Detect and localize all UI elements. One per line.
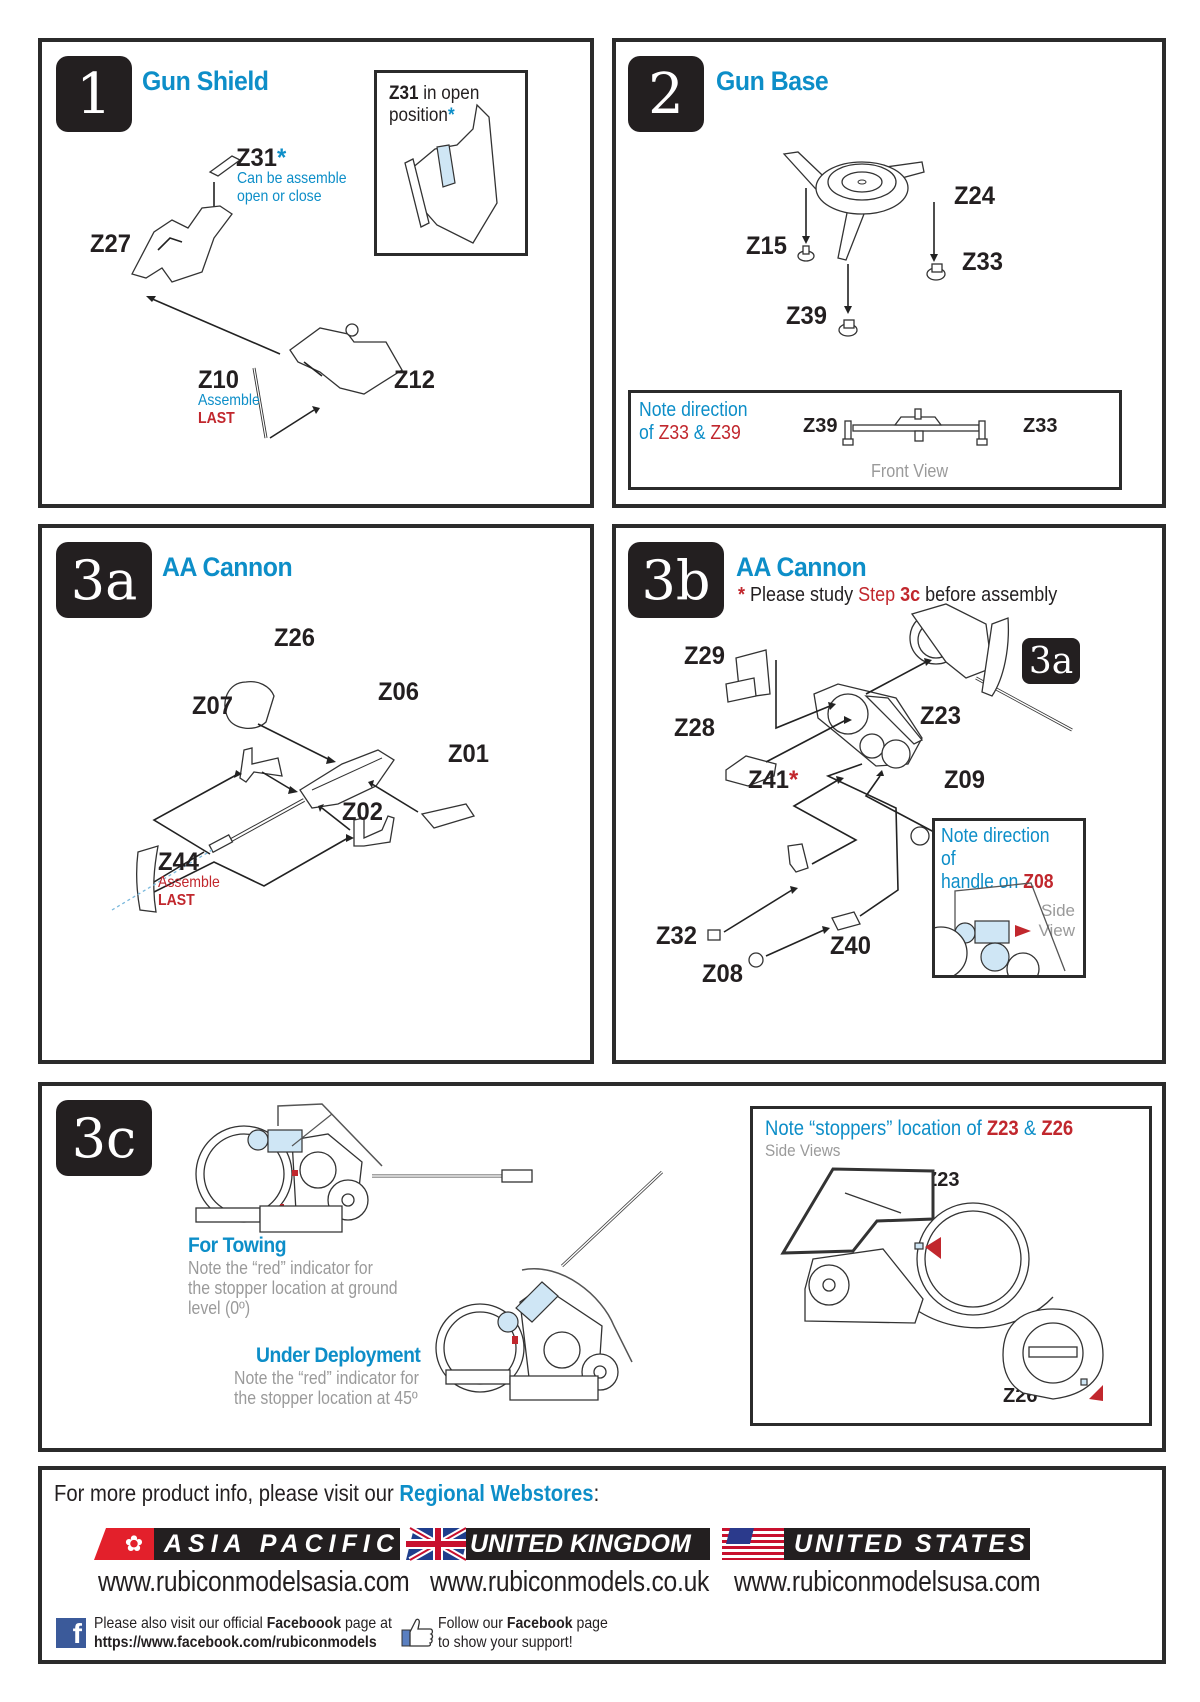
part-label-z32: Z32 [656, 922, 697, 950]
step-1-panel: 1 Gun Shield Z31* Can be assemble open o… [38, 38, 594, 508]
us-flag-icon [722, 1528, 788, 1560]
part-label-z27: Z27 [90, 230, 131, 258]
part-label-z12: Z12 [394, 366, 435, 394]
z31-open-position-inset: Z31 in open position* [374, 70, 528, 256]
part-label-z24: Z24 [954, 182, 995, 210]
part-label-z41: Z41* [748, 766, 799, 794]
part-label-z39: Z39 [786, 302, 827, 330]
z31-note: Can be assemble open or close [237, 170, 347, 205]
step-number-badge: 3a [56, 542, 152, 618]
step-3a-panel: 3a AA Cannon Z26 Z06 Z07 [38, 524, 594, 1064]
thumbs-up-icon [401, 1618, 434, 1647]
webstores-intro: For more product info, please visit our … [54, 1480, 600, 1506]
part-label-z02: Z02 [342, 798, 383, 826]
towing-position-drawing [195, 1103, 533, 1233]
step-title: AA Cannon [736, 552, 867, 582]
step-3b-panel: 3b AA Cannon * Please study Step 3c befo… [612, 524, 1166, 1064]
part-label-z40: Z40 [830, 932, 871, 960]
z31-open-drawing [404, 103, 498, 244]
deployment-position-drawing [435, 1170, 664, 1401]
side-views-caption: Side Views [765, 1141, 841, 1160]
aa-cannon-3a-drawing [111, 680, 476, 913]
step-number-badge: 1 [56, 56, 132, 132]
step-number-badge: 2 [628, 56, 704, 132]
store-url[interactable]: www.rubiconmodelsasia.com [98, 1566, 410, 1598]
aa-cannon-3b-drawing [707, 603, 1073, 968]
reference-badge-3a: 3a [1022, 638, 1080, 684]
part-label-z08: Z08 [702, 960, 743, 988]
z10-note: Assemble LAST [198, 392, 260, 427]
step-title: AA Cannon [162, 552, 293, 582]
part-label-z01: Z01 [448, 740, 489, 768]
front-view-caption: Front View [871, 461, 949, 481]
step-2-panel: 2 Gun Base Z24 Z15 Z33 Z39 Note directio… [612, 38, 1166, 508]
facebook-url[interactable]: https://www.facebook.com/rubiconmodels [94, 1634, 377, 1651]
store-url[interactable]: www.rubiconmodels.co.uk [430, 1566, 710, 1598]
step-title: Gun Base [716, 66, 829, 96]
part-label-z29: Z29 [684, 642, 725, 670]
step-title: Gun Shield [142, 66, 269, 96]
part-label-z07: Z07 [192, 692, 233, 720]
stoppers-inset-title: Note “stoppers” location of Z23 & Z26 [765, 1117, 1074, 1140]
stoppers-location-inset: Note “stoppers” location of Z23 & Z26 Si… [750, 1106, 1152, 1426]
part-label-z09: Z09 [944, 766, 985, 794]
z44-note: Assemble LAST [158, 874, 220, 909]
footer-webstores-panel: For more product info, please visit our … [38, 1466, 1166, 1664]
deployment-title: Under Deployment [256, 1344, 421, 1367]
front-view-label-z33: Z33 [1023, 415, 1058, 437]
gun-base-drawing [782, 151, 946, 337]
direction-note-inset: Note direction of Z33 & Z39 Z39 Z33 Fron… [628, 390, 1122, 490]
like-note: Follow our Facebook page to show your su… [438, 1615, 608, 1651]
facebook-icon[interactable]: f [56, 1618, 86, 1648]
part-label-z31: Z31* [236, 144, 287, 172]
part-label-z33: Z33 [962, 248, 1003, 276]
part-z31-drawing [131, 155, 403, 439]
towing-title: For Towing [188, 1234, 287, 1257]
front-view-label-z39: Z39 [803, 415, 838, 437]
step-3b-subtitle: * Please study Step 3c before assembly [738, 584, 1058, 606]
part-label-z06: Z06 [378, 678, 419, 706]
part-label-z23: Z23 [920, 702, 961, 730]
stoppers-side-view-drawing [780, 1167, 1104, 1401]
part-label-z44: Z44 [158, 848, 199, 876]
deployment-note: Note the “red” indicator for the stopper… [234, 1368, 419, 1408]
part-label-z15: Z15 [746, 232, 787, 260]
part-label-z26: Z26 [274, 624, 315, 652]
step-number-badge: 3c [56, 1100, 152, 1176]
towing-note: Note the “red” indicator for the stopper… [188, 1258, 398, 1318]
store-banner-label: UNITED KINGDOM [466, 1528, 710, 1560]
store-banner-label: UNITED STATES [784, 1528, 1030, 1560]
front-view-drawing [842, 408, 988, 446]
part-label-z28: Z28 [674, 714, 715, 742]
store-banner-label: ASIA PACIFIC [154, 1528, 400, 1560]
store-url[interactable]: www.rubiconmodelsusa.com [734, 1566, 1041, 1598]
facebook-note: Please also visit our official Faceboook… [94, 1615, 392, 1651]
step-number-badge: 3b [628, 542, 724, 618]
z08-handle-direction-inset: Note direction of handle on Z08 Side Vie… [932, 818, 1086, 978]
step-3c-panel: 3c For Towing Note the “red” indicator f… [38, 1082, 1166, 1452]
uk-flag-icon [406, 1525, 470, 1563]
part-label-z10: Z10 [198, 366, 239, 394]
z08-side-view-drawing [935, 882, 1066, 975]
